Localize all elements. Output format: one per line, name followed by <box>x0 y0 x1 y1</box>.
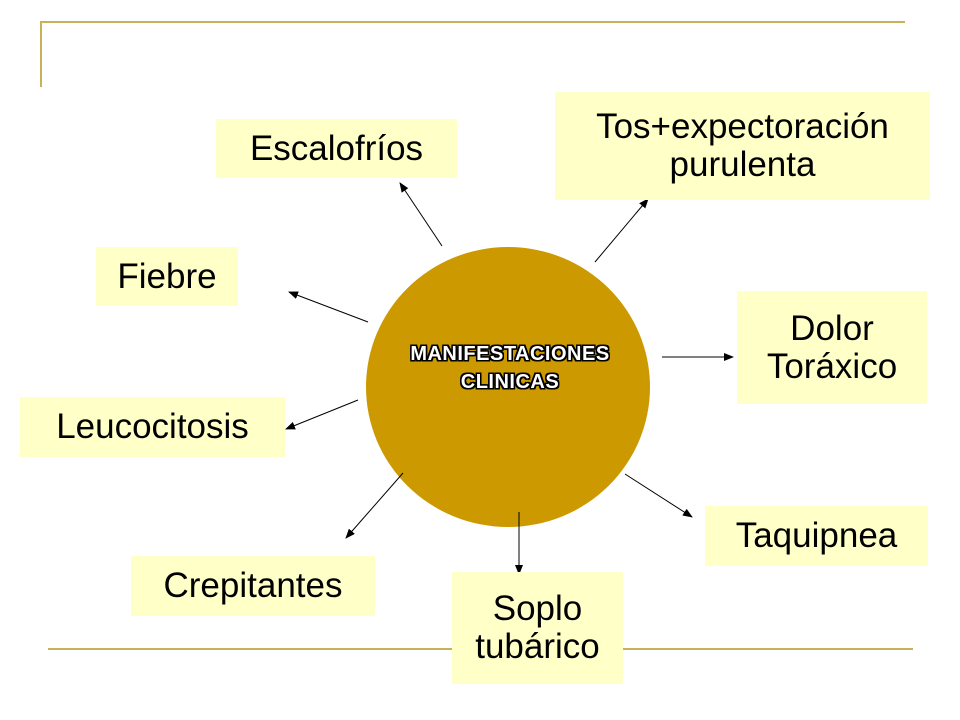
label-taquipnea: Taquipnea <box>735 516 898 555</box>
box-fiebre: Fiebre <box>96 247 238 306</box>
arrow-leucocitosis <box>285 399 359 430</box>
center-label: MANIFESTACIONES CLINICAS <box>360 340 660 396</box>
label-tos-line1: Tos+expectoración <box>596 107 889 146</box>
label-dolor-line1: Dolor <box>790 308 874 348</box>
box-tos-expectoracion: Tos+expectoración purulenta <box>555 92 930 200</box>
center-label-line1: MANIFESTACIONES <box>410 343 610 365</box>
center-ellipse <box>366 247 650 527</box>
arrow-tos <box>594 198 649 263</box>
label-crepitantes: Crepitantes <box>163 566 343 605</box>
label-fiebre: Fiebre <box>117 256 217 296</box>
box-escalofrios: Escalofríos <box>216 119 457 178</box>
label-soplo-line1: Soplo <box>492 589 583 628</box>
top-frame-line <box>40 21 905 23</box>
box-dolor-toraxico: Dolor Toráxico <box>737 291 927 404</box>
label-tos-line2: purulenta <box>669 145 816 184</box>
arrow-escalofrios <box>399 182 443 247</box>
arrow-taquipnea <box>624 473 693 518</box>
left-frame-line <box>40 21 42 87</box>
center-label-line2: CLINICAS <box>460 371 560 393</box>
label-dolor-line2: Toráxico <box>766 346 898 386</box>
arrow-fiebre <box>288 291 369 323</box>
label-soplo-line2: tubárico <box>475 627 600 666</box>
box-crepitantes: Crepitantes <box>131 556 375 616</box>
label-escalofrios: Escalofríos <box>249 128 424 168</box>
box-soplo-tubarico: Soplo tubárico <box>452 572 623 684</box>
label-leucocitosis: Leucocitosis <box>56 407 249 446</box>
box-leucocitosis: Leucocitosis <box>20 397 285 457</box>
arrow-crepitantes <box>345 472 404 539</box>
box-taquipnea: Taquipnea <box>705 506 928 566</box>
